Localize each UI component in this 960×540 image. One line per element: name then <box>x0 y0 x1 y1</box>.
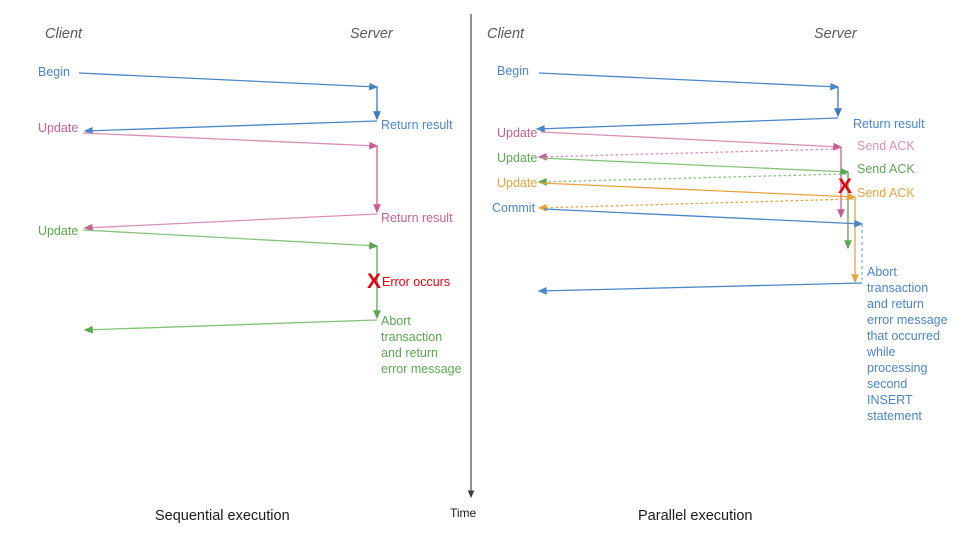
left-message-update-2-label: Update <box>38 224 78 238</box>
left-panel-caption: Sequential execution <box>155 508 290 524</box>
left-message-update-1-label: Update <box>38 121 78 135</box>
left-message-begin-label: Begin <box>38 65 70 79</box>
left-abort-line-1: Abort <box>381 314 411 328</box>
right-abort-line-6: while <box>866 345 896 359</box>
right-panel-caption: Parallel execution <box>638 508 752 524</box>
right-message-return-result: Return result <box>535 117 925 133</box>
left-message-update-1: Update <box>38 121 379 150</box>
right-message-ack-pink-label: Send ACK <box>857 139 915 153</box>
left-message-return-result-2-label: Return result <box>381 211 453 225</box>
left-message-return-result-1-label: Return result <box>381 118 453 132</box>
right-message-ack-orange: Send ACK <box>537 186 915 212</box>
left-message-abort: Abort transaction and return error messa… <box>83 314 462 376</box>
right-message-update-2-label: Update <box>497 151 537 165</box>
right-abort-line-9: INSERT <box>867 393 913 407</box>
right-message-update-2: Update <box>497 151 850 176</box>
left-client-lane-title: Client <box>45 26 83 42</box>
right-message-begin: Begin <box>497 64 840 91</box>
right-abort-line-5: that occurred <box>867 329 940 343</box>
right-message-update-3: Update <box>497 176 857 201</box>
right-abort-line-2: transaction <box>867 281 928 295</box>
right-client-lane-title: Client <box>487 26 525 42</box>
left-error-x-icon: X <box>367 270 381 293</box>
right-message-ack-green-label: Send ACK <box>857 162 915 176</box>
right-message-update-1-label: Update <box>497 126 537 140</box>
right-message-ack-orange-label: Send ACK <box>857 186 915 200</box>
right-message-commit-label: Commit <box>492 201 536 215</box>
left-message-begin: Begin <box>38 65 379 91</box>
right-abort-line-8: second <box>867 377 907 391</box>
left-abort-line-2: transaction <box>381 330 442 344</box>
right-message-begin-label: Begin <box>497 64 529 78</box>
right-error-x-icon: X <box>838 175 852 198</box>
right-abort-line-4: error message <box>867 313 948 327</box>
left-message-return-result-2: Return result <box>83 211 453 232</box>
right-message-ack-pink: Send ACK <box>537 139 915 161</box>
left-message-update-2: Update <box>38 224 379 250</box>
left-server-lane-title: Server <box>350 26 394 42</box>
right-server-lane-title: Server <box>814 26 858 42</box>
right-abort-line-10: statement <box>867 409 922 423</box>
left-abort-line-3: and return <box>381 346 438 360</box>
right-message-commit: Commit <box>492 201 864 228</box>
left-message-return-result-1: Return result <box>83 118 453 135</box>
left-error-marker: X Error occurs <box>367 270 450 293</box>
right-message-ack-green: Send ACK <box>537 162 915 186</box>
right-abort-line-7: processing <box>867 361 927 375</box>
right-abort-line-1: Abort <box>867 265 897 279</box>
right-abort-line-3: and return <box>867 297 924 311</box>
time-axis-label: Time <box>450 506 477 520</box>
right-message-abort: Abort transaction and return error messa… <box>537 265 948 423</box>
right-message-return-result-label: Return result <box>853 117 925 131</box>
left-abort-line-4: error message <box>381 362 462 376</box>
right-message-update-1: Update <box>497 126 843 151</box>
right-message-update-3-label: Update <box>497 176 537 190</box>
left-error-label: Error occurs <box>382 275 450 289</box>
